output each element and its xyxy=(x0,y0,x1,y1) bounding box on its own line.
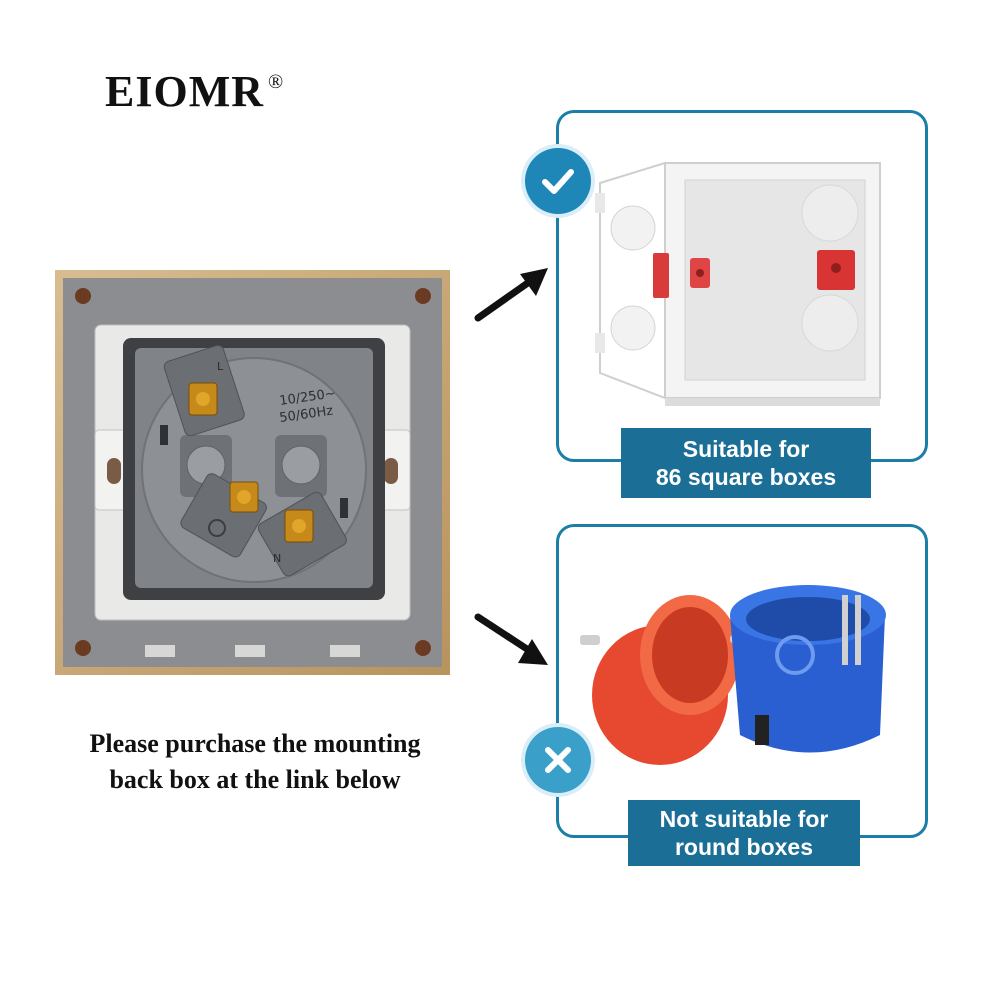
checkmark-icon xyxy=(542,169,574,194)
not-suitable-line-1: Not suitable for xyxy=(659,806,829,832)
brand-name: EIOMR xyxy=(105,67,264,116)
terminal-l-label: L xyxy=(217,360,224,373)
suitable-line-2: 86 square boxes xyxy=(655,464,837,490)
square-box-image xyxy=(595,161,881,406)
red-clip xyxy=(653,253,669,298)
check-badge xyxy=(525,148,591,214)
screw-hole-icon xyxy=(415,640,431,656)
brand-logo: EIOMR® xyxy=(105,70,284,114)
not-suitable-label: Not suitable for round boxes xyxy=(628,800,860,866)
terminal-n-label: N xyxy=(273,552,281,565)
round-boxes-image xyxy=(580,585,886,765)
caption-line-2: back box at the link below xyxy=(109,765,401,794)
caption: Please purchase the mounting back box at… xyxy=(30,726,480,798)
not-suitable-line-2: round boxes xyxy=(674,834,813,860)
earth-icon xyxy=(208,519,226,537)
screw-hole-icon xyxy=(415,288,431,304)
cross-badge xyxy=(525,727,591,793)
screw-hole-icon xyxy=(75,288,91,304)
socket-back-image: L 10/250~ 50/60Hz N xyxy=(55,270,450,675)
registered-mark: ® xyxy=(268,71,285,93)
caption-line-1: Please purchase the mounting xyxy=(89,729,421,758)
cross-icon xyxy=(545,747,571,773)
suitable-line-1: Suitable for xyxy=(682,436,810,462)
screw-hole-icon xyxy=(75,640,91,656)
suitable-label: Suitable for 86 square boxes xyxy=(621,428,871,498)
arrow-up-right-icon xyxy=(474,268,548,322)
arrow-down-right-icon xyxy=(474,613,548,665)
rating-frequency: 50/60Hz xyxy=(278,404,334,426)
